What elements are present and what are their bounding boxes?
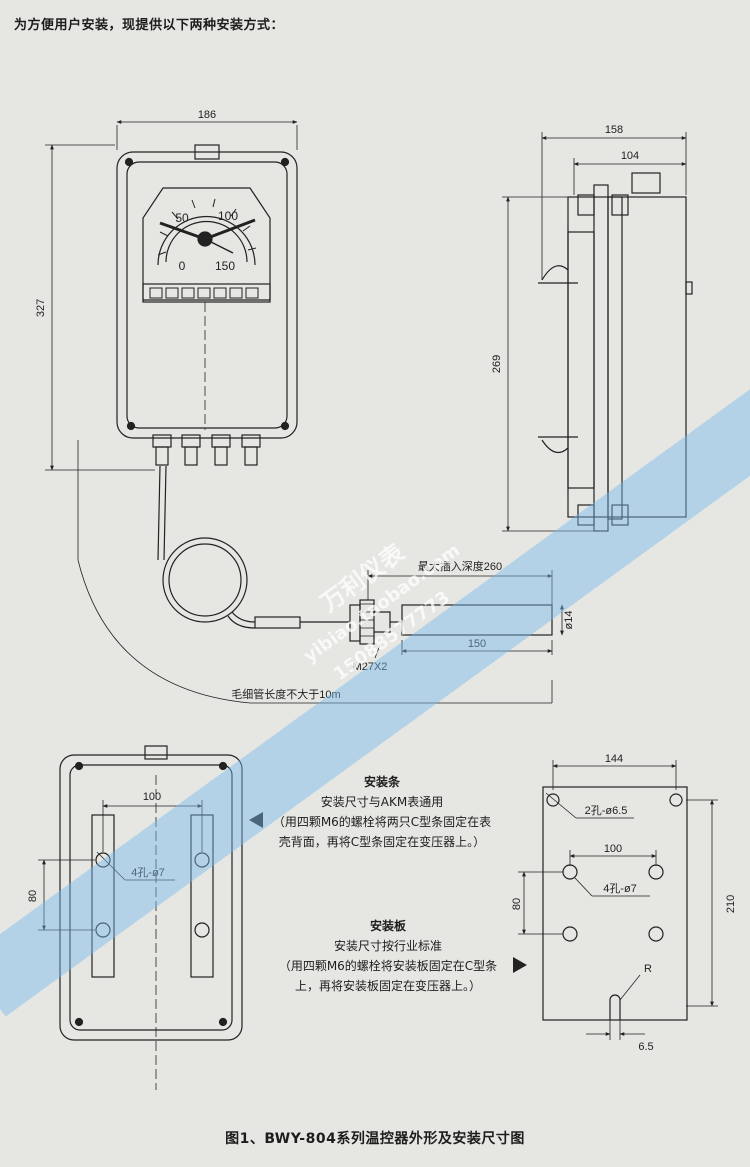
strip-note-line1: 安装尺寸与AKM表通用	[320, 795, 444, 809]
dial-label-150: 150	[215, 259, 235, 273]
capillary-label: 毛细管长度不大于10m	[231, 687, 340, 701]
pointer-right-icon	[513, 957, 527, 973]
probe-insert-label: 最大插入深度260	[418, 559, 502, 573]
plate-view	[518, 760, 718, 1040]
plate-holes-label: 4孔-ø7	[603, 882, 637, 895]
plate-radius-label: R	[644, 963, 652, 975]
plate-spacing-label: 100	[604, 843, 622, 855]
bracket-view	[38, 745, 243, 1090]
probe-thread-label: M27X2	[353, 661, 388, 673]
plate-height-label: 210	[725, 895, 737, 913]
strip-note-line2: （用四颗M6的螺栓将两只C型条固定在表	[272, 815, 492, 829]
bracket-spacing-label: 100	[143, 791, 161, 803]
plate-width-label: 144	[605, 753, 623, 765]
strip-note: 安装条 安装尺寸与AKM表通用 （用四颗M6的螺栓将两只C型条固定在表 壳背面，…	[272, 772, 492, 852]
dial-label-0: 0	[179, 259, 186, 273]
side-inner-label: 104	[621, 150, 639, 162]
dial-label-50: 50	[175, 211, 189, 225]
front-view	[45, 120, 552, 704]
probe-view	[254, 570, 564, 703]
side-height-label: 269	[491, 355, 503, 373]
side-view	[502, 132, 693, 532]
plate-slot-label: 6.5	[638, 1041, 653, 1053]
bracket-height-label: 80	[27, 890, 39, 902]
pointer-left-icon	[249, 812, 263, 828]
strip-note-line3: 壳背面，再将C型条固定在变压器上。）	[278, 835, 486, 849]
dial-label-100: 100	[218, 209, 238, 223]
probe-diameter-label: ø14	[563, 611, 575, 630]
plate-note-line3: 上，再将安装板固定在变压器上。）	[294, 979, 481, 993]
plate-vert-label: 80	[511, 898, 523, 910]
plate-note-line1: 安装尺寸按行业标准	[333, 939, 442, 953]
strip-note-title: 安装条	[363, 775, 400, 789]
probe-length-label: 150	[468, 638, 486, 650]
plate-note-line2: （用四颗M6的螺栓将安装板固定在C型条	[278, 959, 498, 973]
plate-note: 安装板 安装尺寸按行业标准 （用四颗M6的螺栓将安装板固定在C型条 上，再将安装…	[272, 916, 504, 996]
bracket-holes-label: 4孔-ø7	[131, 866, 165, 879]
figure-caption: 图1、BWY-804系列温控器外形及安装尺寸图	[225, 1131, 525, 1147]
front-width-label: 186	[198, 109, 216, 121]
plate-top-holes-label: 2孔-ø6.5	[585, 804, 628, 817]
plate-note-title: 安装板	[369, 919, 406, 933]
front-height-label: 327	[35, 299, 47, 317]
side-depth-label: 158	[605, 124, 623, 136]
intro-text: 为方便用户安装，现提供以下两种安装方式：	[14, 18, 285, 33]
